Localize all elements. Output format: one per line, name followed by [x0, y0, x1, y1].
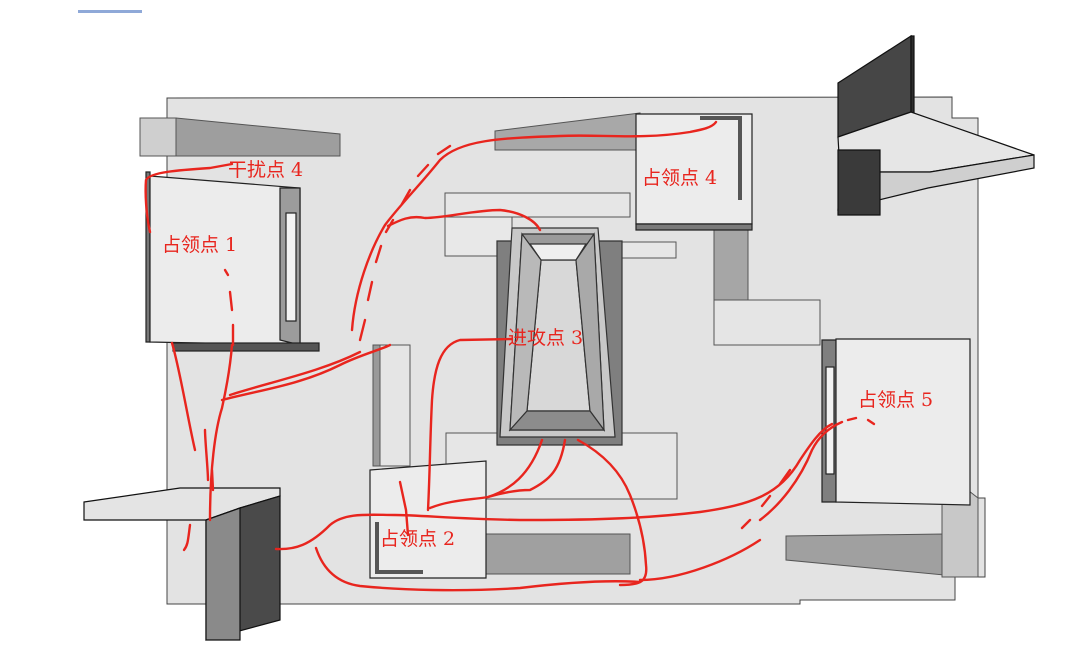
- dark-wall-bottom-left: [83, 487, 281, 641]
- route-left-mid: [228, 350, 362, 397]
- low-walls: [139, 112, 979, 578]
- block-occupy-2: [369, 460, 487, 579]
- route-block5-dashed: [740, 468, 792, 530]
- label-interfere-4: 干扰点 4: [228, 159, 303, 181]
- route-left-fan: [170, 341, 392, 522]
- route-block2-vertical: [398, 480, 410, 537]
- attack-routes: [144, 120, 876, 592]
- route-block5-left: [758, 420, 844, 522]
- route-bottom-right: [638, 538, 762, 582]
- block-occupy-1: [145, 171, 320, 352]
- route-bottom-loop: [314, 546, 642, 592]
- block-occupy-5: [821, 338, 971, 506]
- route-block5-dash2: [846, 416, 876, 426]
- label-occupy-2: 占领点 2: [380, 528, 455, 550]
- map-labels: 干扰点 4 占领点 1 占领点 4 进攻点 3 占领点 5 占领点 2: [162, 159, 933, 550]
- route-top-arc: [350, 120, 718, 332]
- block-occupy-4: [635, 113, 753, 231]
- top-underline-mark: [78, 10, 142, 13]
- route-left-long: [210, 468, 215, 492]
- route-center-up: [426, 337, 514, 512]
- label-occupy-5: 占领点 5: [858, 389, 933, 411]
- route-interfere4-loop: [144, 162, 234, 234]
- route-block1-short: [182, 523, 192, 552]
- label-attack-3: 进攻点 3: [508, 327, 583, 349]
- route-mid-dashed: [386, 208, 542, 232]
- central-structure: [496, 227, 623, 446]
- dark-wall-top-right: [837, 34, 1035, 216]
- route-block2-right2: [486, 438, 567, 499]
- label-occupy-1: 占领点 1: [162, 234, 237, 256]
- route-bottom-main: [274, 422, 834, 551]
- label-occupy-4: 占领点 4: [642, 167, 717, 189]
- route-block1-down: [223, 268, 235, 347]
